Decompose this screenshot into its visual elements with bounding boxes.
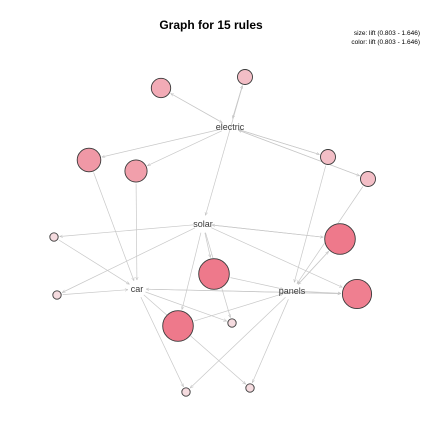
rule-nodes-layer: [49, 69, 376, 397]
rule-node-r1[interactable]: [150, 77, 172, 99]
legend-color-text: color: lift (0.803 - 1.646): [351, 39, 420, 46]
edge-r8-to-solar: [212, 225, 324, 238]
edge-r7-to-car: [58, 239, 129, 284]
edge-panels-to-r14: [190, 296, 286, 388]
edge-car-to-r15: [143, 294, 246, 384]
rule-node-r8[interactable]: [324, 223, 356, 255]
edge-car-to-r12: [145, 291, 227, 321]
edge-electric-to-r4: [147, 130, 222, 167]
edge-panels-to-r8: [297, 251, 329, 285]
item-labels-layer: electric solar car panels: [131, 122, 306, 296]
edge-panels-to-r11: [300, 291, 341, 293]
rule-node-r6[interactable]: [360, 171, 376, 187]
rule-node-r5[interactable]: [320, 149, 336, 165]
item-label-solar[interactable]: solar: [193, 219, 213, 229]
edge-car-to-r11: [145, 288, 341, 293]
edges-layer: [58, 85, 364, 388]
edge-solar-to-r7: [60, 224, 195, 237]
edge-r3-to-car: [93, 172, 134, 281]
edge-r5-to-panels: [294, 165, 327, 283]
chart-title: Graph for 15 rules: [159, 18, 263, 32]
edge-r13-to-panels: [193, 294, 283, 322]
rule-node-r2[interactable]: [237, 69, 253, 85]
edge-electric-to-r3: [102, 128, 222, 157]
edge-electric-to-r5: [238, 129, 320, 155]
edge-electric-to-r6: [238, 129, 359, 176]
edge-solar-to-r11: [211, 227, 342, 288]
rule-node-r7[interactable]: [49, 232, 59, 242]
item-label-car[interactable]: car: [131, 284, 144, 294]
edge-solar-to-r13: [182, 232, 202, 310]
edge-r2-to-solar: [206, 85, 243, 216]
rule-node-r9[interactable]: [52, 290, 62, 300]
edge-r9-to-car: [62, 290, 128, 295]
edge-car-to-r14: [140, 296, 184, 387]
edge-electric-to-r1: [171, 93, 223, 123]
edge-panels-to-r15: [251, 299, 289, 382]
rule-node-r4[interactable]: [124, 159, 148, 183]
rule-node-r13[interactable]: [162, 310, 194, 342]
item-label-panels[interactable]: panels: [279, 286, 306, 296]
rule-node-r15[interactable]: [245, 383, 255, 393]
item-label-electric[interactable]: electric: [216, 122, 245, 132]
edge-solar-to-r10: [204, 232, 211, 258]
edge-r4-to-car: [136, 183, 137, 280]
edge-r10-to-panels: [230, 277, 284, 290]
edge-solar-to-r9: [62, 227, 196, 293]
rule-node-r10[interactable]: [198, 258, 230, 290]
rule-node-r12[interactable]: [227, 318, 237, 328]
rule-node-r14[interactable]: [181, 387, 191, 397]
rule-node-r11[interactable]: [341, 278, 373, 310]
legend-size-text: size: lift (0.803 - 1.646): [354, 30, 420, 37]
rule-node-r3[interactable]: [76, 147, 102, 173]
